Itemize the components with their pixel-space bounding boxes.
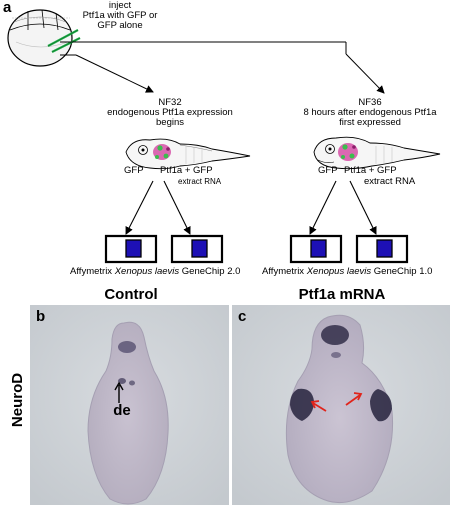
tadpole-nf32-icon	[125, 138, 251, 170]
left-description-line1: endogenous Ptf1a expression	[107, 107, 233, 118]
left-chip-label: Affymetrix Xenopus laevis GeneChip 2.0	[70, 266, 241, 277]
panel-b-header: Control	[104, 286, 158, 303]
row-label-wrap: NeuroD	[2, 373, 32, 427]
genechip-icon	[289, 234, 343, 264]
left-gfp-label: GFP	[124, 165, 144, 176]
right-stage-label: NF36	[358, 97, 382, 108]
panel-c-photo: c	[232, 305, 450, 505]
right-chip-label: Affymetrix Xenopus laevis GeneChip 1.0	[262, 266, 433, 277]
right-extract-label: extract RNA	[364, 176, 416, 187]
row-label: NeuroD	[9, 372, 26, 428]
inject-text-line2: Ptf1a with GFP or	[82, 10, 158, 21]
right-description-line1: 8 hours after endogenous Ptf1a	[303, 107, 437, 118]
injection-needle-icon	[47, 29, 81, 53]
panel-c-letter: c	[238, 308, 247, 325]
inject-text-line3: GFP alone	[97, 20, 143, 31]
left-extract-label: extract RNA	[178, 177, 222, 186]
de-annotation: de	[113, 402, 131, 419]
inject-text-line1: inject	[108, 0, 132, 11]
left-stage-label: NF32	[158, 97, 182, 108]
panel-c-header: Ptf1a mRNA	[298, 286, 386, 303]
genechip-icon	[355, 234, 409, 264]
embryo-icon	[7, 9, 73, 67]
panel-b-letter: b	[36, 308, 46, 325]
left-ptf1a-label: Ptf1a + GFP	[160, 165, 213, 176]
panel-a-letter: a	[3, 0, 12, 16]
genechip-icon	[104, 234, 158, 264]
right-description-line2: first expressed	[339, 117, 401, 128]
right-gfp-label: GFP	[318, 165, 338, 176]
genechip-icon	[170, 234, 224, 264]
panel-b-photo: b de	[30, 305, 229, 505]
right-ptf1a-label: Ptf1a + GFP	[344, 165, 397, 176]
workflow-diagram	[7, 9, 441, 264]
left-description-line2: begins	[156, 117, 184, 128]
tadpole-nf36-icon	[313, 136, 441, 170]
